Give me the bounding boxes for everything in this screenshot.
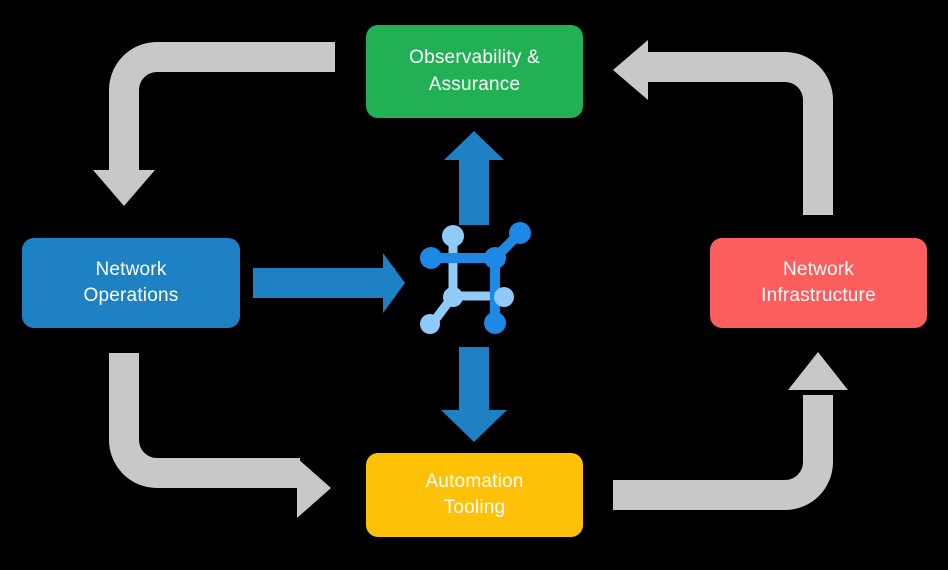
connector-center-to-automation — [441, 347, 507, 442]
connector-infrastructure-to-observability — [613, 40, 833, 215]
node-box-network-infrastructure[interactable]: Network Infrastructure — [710, 238, 927, 328]
connector-center-to-observability — [444, 131, 504, 225]
connector-operations-to-automation — [109, 353, 331, 518]
network-topology-icon — [420, 222, 531, 334]
connector-automation-to-infrastructure — [613, 352, 848, 510]
topology-nodes — [420, 222, 531, 334]
node-box-observability[interactable]: Observability & Assurance — [366, 25, 583, 118]
node-box-automation-tooling[interactable]: Automation Tooling — [366, 453, 583, 537]
node-box-network-operations[interactable]: Network Operations — [22, 238, 240, 328]
connector-operations-to-center — [253, 253, 405, 313]
connector-observability-to-operations — [93, 42, 335, 206]
